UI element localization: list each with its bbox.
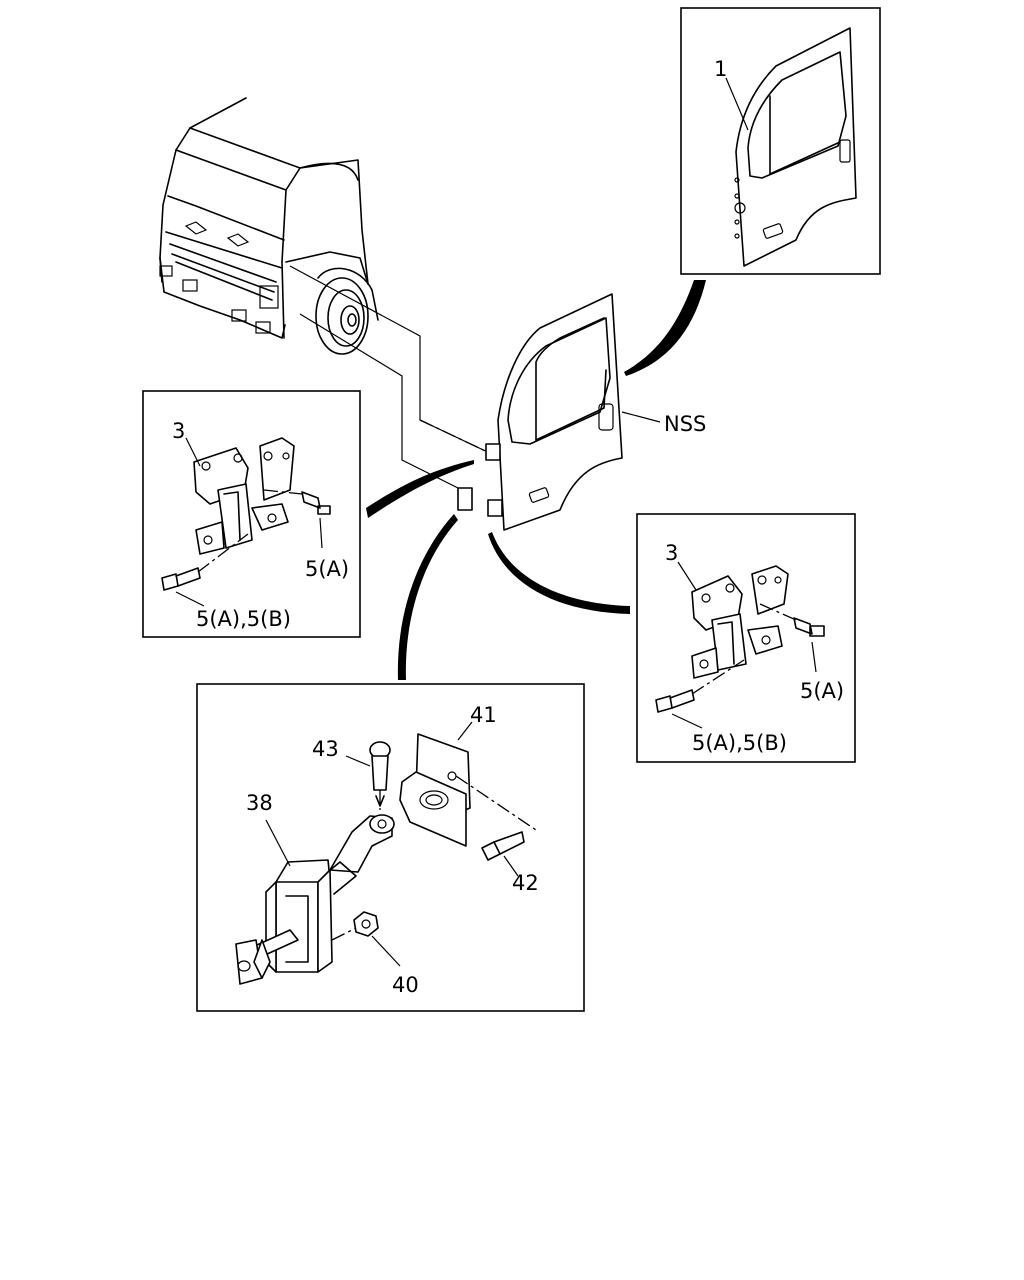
nss-label: NSS [664, 412, 706, 436]
arc-door-to-right-hinge [488, 532, 630, 614]
callout-38: 38 [246, 791, 273, 815]
callout-5a5b-left: 5(A),5(B) [196, 607, 291, 631]
callout-5a5b-right: 5(A),5(B) [692, 731, 787, 755]
arc-door-to-check-link [397, 514, 458, 680]
callout-5a-right: 5(A) [800, 679, 844, 703]
right-hinge-detail: 3 5(A) 5(A),5(B) [636, 513, 856, 763]
callout-40: 40 [392, 973, 419, 997]
check-link-mark [457, 487, 473, 511]
callout-3-left: 3 [172, 419, 185, 443]
callout-43: 43 [312, 737, 339, 761]
callout-41: 41 [470, 703, 497, 727]
connector-arcs [366, 280, 706, 680]
lower-hinge-mark [487, 499, 503, 517]
callout-3-right: 3 [665, 541, 678, 565]
truck-cab-illustration [159, 97, 379, 355]
cab-to-door-leaders [289, 265, 497, 491]
callout-42: 42 [512, 871, 539, 895]
callout-1: 1 [714, 57, 727, 81]
left-hinge-detail: 3 5(A) 5(A),5(B) [142, 390, 361, 638]
door-panel-detail: 1 [680, 7, 881, 275]
check-link-detail: 43 38 40 41 42 [196, 683, 585, 1012]
upper-hinge-mark [485, 443, 501, 461]
arc-door-to-left-hinge [366, 460, 474, 518]
arc-door-to-panel [624, 280, 706, 376]
callout-5a-left: 5(A) [305, 557, 349, 581]
door-nss: NSS [457, 293, 706, 531]
